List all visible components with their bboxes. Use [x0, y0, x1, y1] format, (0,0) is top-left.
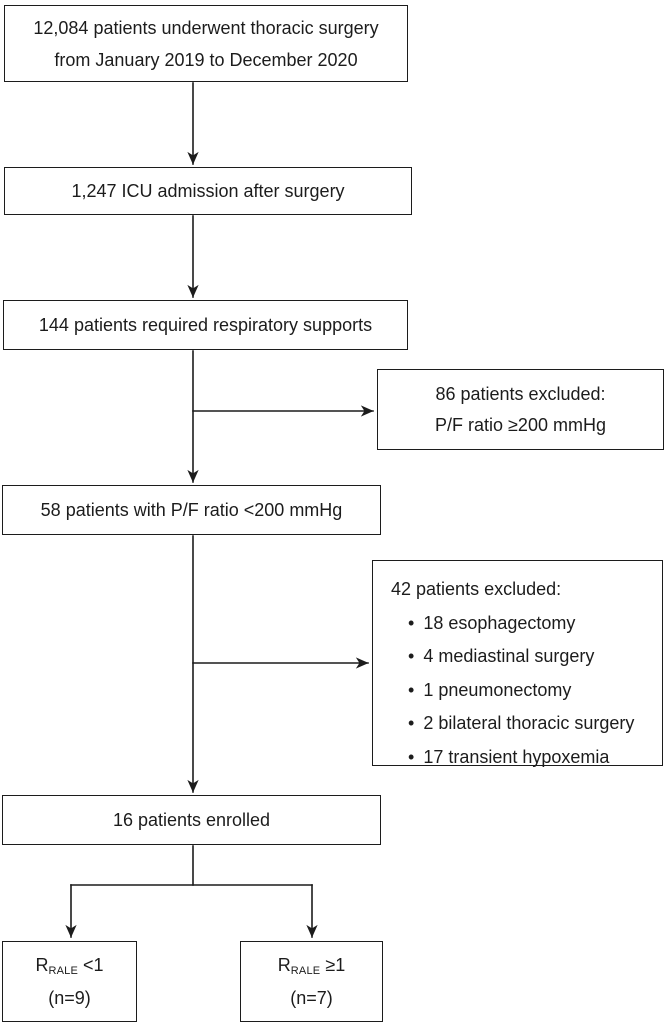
box-rale-less-than-1: RRALE <1 (n=9)	[2, 941, 137, 1022]
rale-low-line1: RRALE <1	[35, 949, 103, 982]
bullet-icon: •	[408, 679, 415, 700]
bullet-icon: •	[408, 746, 415, 767]
rale-operator: <1	[78, 954, 104, 975]
excl-pf-line1: 86 patients excluded:	[435, 383, 606, 404]
bullet-icon: •	[408, 612, 415, 633]
bullet-icon: •	[408, 646, 415, 666]
box-excluded-other-reasons: 42 patients excluded: • 18 esophagectomy…	[372, 560, 663, 767]
excl-other-item: • 18 esophagectomy	[391, 607, 575, 641]
box-total-line2: from January 2019 to December 2020	[54, 49, 358, 70]
box-icu-label: 1,247 ICU admission after surgery	[71, 181, 345, 201]
box-respiratory-support: 144 patients required respiratory suppor…	[3, 300, 408, 350]
rale-high-count: (n=7)	[290, 987, 333, 1008]
box-excluded-pf-ratio: 86 patients excluded: P/F ratio ≥200 mmH…	[377, 369, 664, 450]
excl-other-item: • 4 mediastinal surgery	[391, 640, 594, 674]
excl-pf-line2: P/F ratio ≥200 mmHg	[435, 414, 606, 435]
box-patients-enrolled: 16 patients enrolled	[2, 795, 381, 845]
box-pf-ratio-low: 58 patients with P/F ratio <200 mmHg	[2, 485, 381, 535]
excl-other-item-text: 2 bilateral thoracic surgery	[423, 713, 635, 733]
rale-symbol: R	[35, 954, 49, 975]
excl-other-item-text: 4 mediastinal surgery	[423, 646, 595, 666]
box-rale-greater-equal-1: RRALE ≥1 (n=7)	[240, 941, 383, 1022]
rale-symbol: R	[277, 954, 291, 975]
box-total-patients: 12,084 patients underwent thoracic surge…	[4, 5, 408, 82]
excl-other-item: • 1 pneumonectomy	[391, 674, 571, 708]
rale-operator: ≥1	[320, 954, 346, 975]
excl-other-item-text: 1 pneumonectomy	[423, 679, 572, 700]
bullet-icon: •	[408, 713, 415, 733]
excl-other-title: 42 patients excluded:	[391, 579, 562, 599]
rale-low-count: (n=9)	[48, 987, 91, 1008]
box-enrolled-label: 16 patients enrolled	[112, 810, 271, 830]
box-resp-label: 144 patients required respiratory suppor…	[38, 315, 373, 335]
box-total-line1: 12,084 patients underwent thoracic surge…	[33, 17, 379, 38]
box-icu-admission: 1,247 ICU admission after surgery	[4, 167, 412, 215]
excl-other-item: • 2 bilateral thoracic surgery	[391, 707, 634, 741]
box-pf-low-label: 58 patients with P/F ratio <200 mmHg	[40, 500, 343, 520]
excl-other-item: • 17 transient hypoxemia	[391, 741, 609, 775]
rale-high-line1: RRALE ≥1	[278, 949, 345, 982]
rale-subscript: RALE	[290, 964, 321, 977]
excl-other-item-text: 18 esophagectomy	[423, 612, 576, 633]
rale-subscript: RALE	[48, 964, 78, 977]
excl-other-item-text: 17 transient hypoxemia	[423, 746, 610, 767]
